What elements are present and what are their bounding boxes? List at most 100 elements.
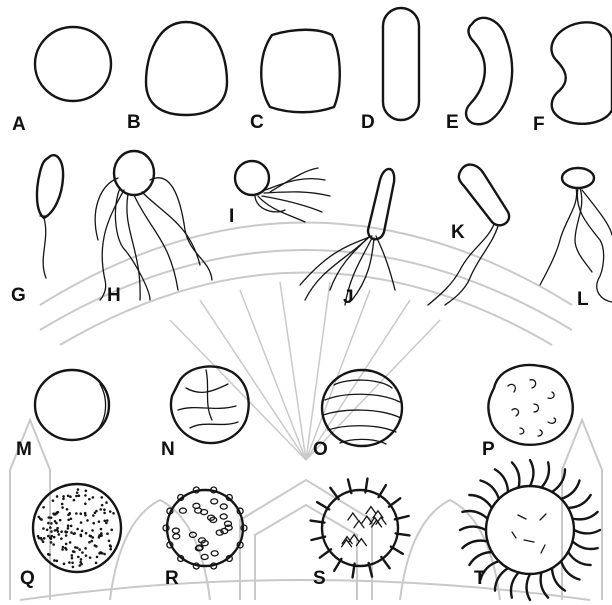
punctation-dot xyxy=(54,529,57,532)
hair-base xyxy=(524,540,534,542)
punctation-dot xyxy=(50,516,53,519)
hair xyxy=(469,495,492,508)
punctation-dot xyxy=(52,512,55,515)
punctation-dot xyxy=(105,522,108,525)
punctation-dot xyxy=(37,516,40,519)
punctation-dot xyxy=(57,511,60,514)
hair xyxy=(561,481,579,499)
punctation-dot xyxy=(46,529,49,532)
punctation-dot xyxy=(84,512,87,515)
figure-f-kidney xyxy=(551,22,612,123)
wart xyxy=(179,508,186,513)
hair xyxy=(462,511,487,519)
figure-o-striate-spore xyxy=(322,370,402,446)
hair xyxy=(469,552,492,565)
label-b: B xyxy=(127,113,141,132)
label-j: J xyxy=(343,288,354,307)
punctation-dot xyxy=(109,548,112,551)
punctation-dot xyxy=(81,530,84,533)
punctation-dot xyxy=(61,548,64,551)
punctation-dot xyxy=(50,541,53,544)
punctation-dot xyxy=(100,532,103,535)
punctation-dot xyxy=(65,531,68,534)
punctation-dot xyxy=(91,529,94,532)
punctation-dot xyxy=(42,540,45,543)
punctation-dot xyxy=(99,508,102,511)
punctation-dot xyxy=(77,556,80,559)
punctation-dot xyxy=(50,522,53,525)
punctation-dot xyxy=(109,544,112,547)
hair xyxy=(552,568,565,591)
punctation-dot xyxy=(103,553,106,556)
punctation-dot xyxy=(103,508,106,511)
hair xyxy=(527,574,530,600)
wart xyxy=(189,532,196,537)
figure-h-multiple-flagella xyxy=(95,151,212,300)
hair xyxy=(481,481,499,499)
label-r: R xyxy=(165,569,179,588)
punctation-dot xyxy=(70,517,73,520)
punctation-dot xyxy=(47,522,50,525)
label-k: K xyxy=(451,223,465,242)
punctation-dot xyxy=(79,533,82,536)
punctation-dot xyxy=(49,526,52,529)
punctation-dot xyxy=(56,495,59,498)
hair xyxy=(460,527,486,530)
punctation-dot xyxy=(63,563,66,566)
punctation-dot xyxy=(79,512,82,515)
punctation-dot xyxy=(76,491,79,494)
punctation-dot xyxy=(52,499,55,502)
wart xyxy=(172,528,179,533)
punctation-dot xyxy=(90,540,93,543)
label-l: L xyxy=(577,290,589,309)
punctation-dot xyxy=(79,561,82,564)
punctation-dot xyxy=(52,543,55,546)
punctation-dot xyxy=(50,530,53,533)
figure-m-smooth-spore xyxy=(35,370,109,440)
punctation-dot xyxy=(76,546,79,549)
punctation-dot xyxy=(103,519,106,522)
hair xyxy=(462,541,487,549)
punctation-dot xyxy=(85,489,88,492)
hair xyxy=(574,530,600,533)
punctation-dot xyxy=(92,496,95,499)
punctation-dot xyxy=(96,556,99,559)
hair xyxy=(511,573,519,598)
label-d: D xyxy=(361,113,375,132)
hair xyxy=(495,568,508,591)
punctation-dot xyxy=(61,506,64,509)
punctation-dot xyxy=(84,494,87,497)
punctation-dot xyxy=(89,535,92,538)
figure-g-single-flagellum xyxy=(37,155,63,278)
figure-b-ovoid xyxy=(146,22,227,115)
figure-a-sphere xyxy=(35,27,111,101)
punctation-dot xyxy=(73,499,76,502)
punctation-dot xyxy=(61,503,64,506)
hair-base xyxy=(518,515,526,519)
punctation-dot xyxy=(100,528,103,531)
spine xyxy=(334,559,341,571)
punctation-dot xyxy=(109,510,112,513)
hair xyxy=(561,561,579,579)
punctation-dot xyxy=(68,512,71,515)
wart xyxy=(201,554,208,559)
label-h: H xyxy=(107,286,121,305)
punctation-dot xyxy=(80,521,83,524)
punctation-dot xyxy=(55,522,58,525)
figure-q-punctate-spore xyxy=(33,484,121,572)
figure-c-rounded-square xyxy=(261,30,340,113)
punctation-dot xyxy=(98,552,101,555)
punctation-dot xyxy=(55,560,58,563)
punctation-dot xyxy=(112,512,115,515)
label-a: A xyxy=(12,115,26,134)
hair xyxy=(530,460,533,486)
punctation-dot xyxy=(94,512,97,515)
figure-e-curved-rod xyxy=(466,18,512,124)
punctation-dot xyxy=(47,516,50,519)
punctation-dot xyxy=(72,550,75,553)
label-t: T xyxy=(474,569,486,588)
punctation-dot xyxy=(58,533,61,536)
label-i: I xyxy=(229,207,234,226)
punctation-dot xyxy=(103,512,106,515)
figure-n-wrinkled-spore xyxy=(171,366,249,443)
